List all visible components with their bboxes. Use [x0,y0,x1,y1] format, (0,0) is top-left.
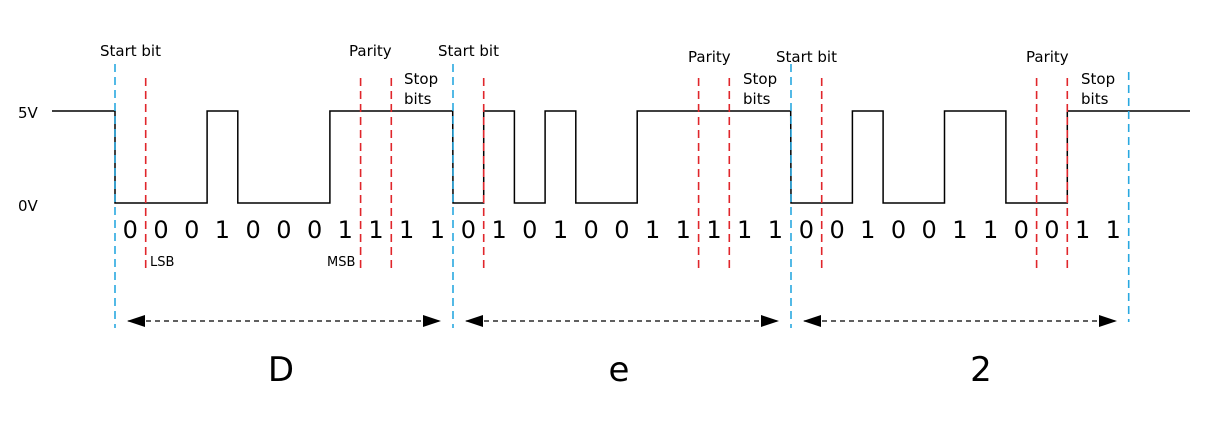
frame-e-bit-value: 1 [768,216,783,244]
frame-d-character: D [268,350,294,390]
frame-2-bit-value: 0 [799,216,814,244]
frame-e-bit-value: 1 [676,216,691,244]
signal-waveform [52,110,1190,204]
frame-d-bit-value: 1 [215,216,230,244]
frame-2-bit-value: 0 [891,216,906,244]
frame-d-parity-label: Parity [349,42,392,60]
frame-d-stop-label-1: Stop [404,70,438,88]
frame-2-bit-value: 0 [921,216,936,244]
frame-2-bit-value: 1 [983,216,998,244]
frame-2-bit-value: 1 [1075,216,1090,244]
frame-e-bit-value: 0 [522,216,537,244]
frame-2-bit-value: 1 [1106,216,1121,244]
frame-2-bit-value: 1 [860,216,875,244]
frame-d-bit-value: 1 [368,216,383,244]
frame-e-start-label: Start bit [438,42,499,60]
frame-d-bit-value: 0 [123,216,138,244]
frame-2-stop-label-1: Stop [1081,70,1115,88]
frame-e-parity-label: Parity [688,48,731,66]
frame-d-bit-value: 1 [430,216,445,244]
frame-e-bit-value: 0 [583,216,598,244]
frame-d-start-label: Start bit [100,42,161,60]
frame-d-bit-value: 0 [184,216,199,244]
frame-d-bit-value: 0 [246,216,261,244]
frame-e-bit-value: 1 [645,216,660,244]
frame-2-start-label: Start bit [776,48,837,66]
frame-2-bit-value: 1 [952,216,967,244]
frame-d-bit-value: 1 [338,216,353,244]
frame-e-character: e [609,350,630,390]
lsb-label: LSB [150,255,174,270]
frame-2-stop-label-2: bits [1081,90,1109,108]
level-0v-label: 0V [18,197,39,215]
frame-d-bit-value: 0 [307,216,322,244]
frame-e-bit-value: 1 [491,216,506,244]
frame-2-bit-value: 0 [1044,216,1059,244]
frame-e-bit-value: 0 [614,216,629,244]
frame-2-bit-value: 0 [829,216,844,244]
frame-e-bit-value: 0 [461,216,476,244]
frame-e-stop-label-1: Stop [743,70,777,88]
frame-d-bit-value: 1 [399,216,414,244]
frame-d-bit-value: 0 [276,216,291,244]
frame-d-stop-label-2: bits [404,90,432,108]
frame-2-parity-label: Parity [1026,48,1069,66]
bit-markers [114,64,1130,328]
frame-2-bit-value: 0 [1014,216,1029,244]
level-5v-label: 5V [18,104,39,122]
frame-e-bit-value: 1 [737,216,752,244]
frame-d-bit-value: 0 [153,216,168,244]
frame-e-bit-value: 1 [553,216,568,244]
frame-2-character: 2 [970,350,992,390]
frame-e-bit-value: 1 [706,216,721,244]
msb-label: MSB [327,255,355,270]
frame-e-stop-label-2: bits [743,90,771,108]
